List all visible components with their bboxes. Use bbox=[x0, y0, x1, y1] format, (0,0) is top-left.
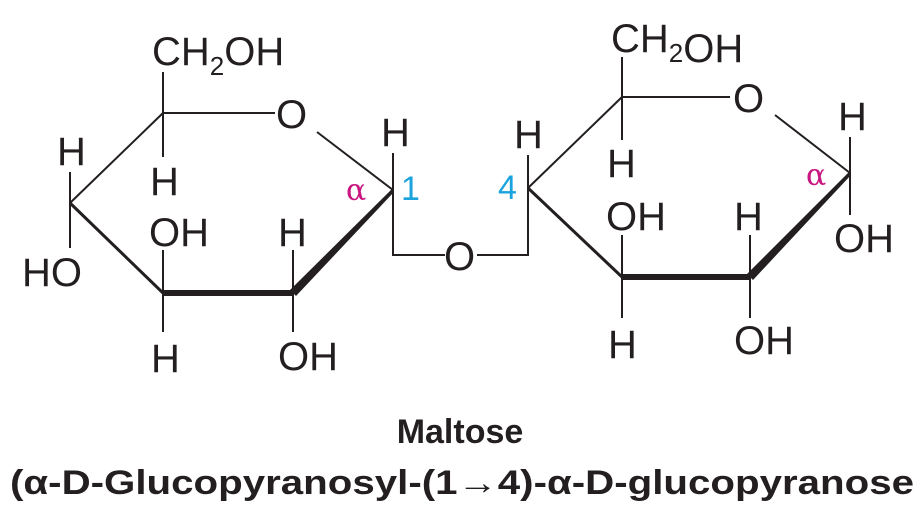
right-ch2oh: CH2OH bbox=[611, 17, 743, 71]
right-c2-h: H bbox=[734, 195, 763, 239]
right-c5-h: H bbox=[607, 142, 636, 186]
left-c2-h: H bbox=[278, 211, 307, 255]
right-carbon-number: 4 bbox=[498, 169, 517, 207]
left-c5-h: H bbox=[150, 160, 179, 204]
right-glucose-ring: CH2OH O H H 4 OH H H OH H OH α bbox=[477, 17, 894, 367]
right-c1-oh: OH bbox=[834, 217, 894, 261]
left-c4-h: H bbox=[57, 130, 86, 174]
bond-c4-c3 bbox=[68, 201, 165, 295]
bond-c1-glycosidic bbox=[392, 153, 445, 256]
bond-c4-glycosidic bbox=[477, 155, 529, 256]
left-c1-h: H bbox=[381, 111, 410, 155]
left-c4-oh: HO bbox=[22, 251, 82, 295]
left-alpha-label: α bbox=[346, 173, 366, 208]
left-ring-oxygen: O bbox=[276, 93, 307, 137]
glycosidic-oxygen: O bbox=[444, 235, 475, 279]
bond-o-c1 bbox=[316, 131, 394, 191]
left-ch2oh: CH2OH bbox=[152, 30, 284, 81]
left-c3-h: H bbox=[151, 337, 180, 381]
bond-c5-c4 bbox=[527, 96, 623, 189]
right-c1-h: H bbox=[838, 95, 867, 139]
bond-o-c1 bbox=[774, 114, 851, 174]
bond-c2-c1 bbox=[747, 171, 851, 280]
systematic-name: (α-D-Glucopyranosyl-(1→4)-α-D-glucopyran… bbox=[10, 464, 914, 502]
right-c4-h: H bbox=[514, 113, 543, 157]
left-c3-oh: OH bbox=[149, 211, 209, 255]
left-c2-oh: OH bbox=[278, 335, 338, 379]
bond-c2-c1 bbox=[290, 188, 394, 296]
bond-c4-c3 bbox=[526, 186, 624, 279]
right-alpha-label: α bbox=[806, 158, 826, 193]
molecule-name: Maltose bbox=[397, 413, 524, 451]
left-glucose-ring: CH2OH O H H HO OH H H OH H α 1 bbox=[22, 30, 445, 381]
bond-c5-c4 bbox=[69, 112, 164, 204]
right-c3-oh: OH bbox=[606, 195, 666, 239]
right-ring-oxygen: O bbox=[733, 77, 764, 121]
left-carbon-number: 1 bbox=[401, 170, 420, 208]
right-c2-oh: OH bbox=[734, 319, 794, 363]
right-c3-h: H bbox=[608, 323, 637, 367]
